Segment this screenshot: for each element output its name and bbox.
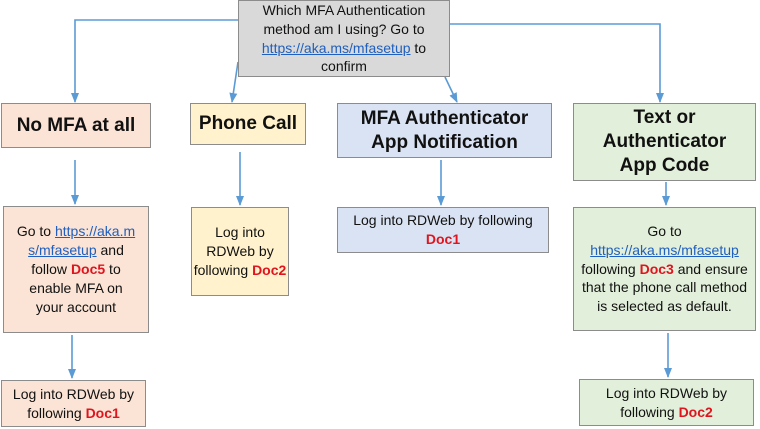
- app-notification-heading: MFA Authenticator App Notification: [337, 103, 552, 158]
- no-mfa-step1-post: to enable MFA on your account: [29, 261, 123, 315]
- no-mfa-step1-link[interactable]: https://aka.ms/mfasetup: [28, 223, 136, 259]
- arrow-to-text-code: [450, 23, 664, 103]
- text-code-title: Text or Authenticator App Code: [602, 107, 727, 176]
- no-mfa-step1-pre: Go to: [16, 223, 55, 240]
- no-mfa-step1-mid: and follow: [31, 242, 124, 278]
- text-code-step1-link[interactable]: https://aka.ms/mfasetup: [590, 241, 739, 258]
- no-mfa-step2-text: Log into RDWeb by following: [12, 385, 135, 421]
- no-mfa-step2-doc: Doc1: [85, 404, 120, 421]
- phone-step1-text: Log into RDWeb by following: [193, 224, 274, 278]
- app-notification-title: MFA Authenticator App Notification: [360, 107, 529, 153]
- no-mfa-step1-doc: Doc5: [70, 261, 106, 278]
- text-code-step1-box: Go to https://aka.ms/mfasetup following …: [573, 207, 756, 331]
- phone-call-title: Phone Call: [198, 113, 298, 135]
- no-mfa-title: No MFA at all: [16, 114, 136, 136]
- no-mfa-step2-box: Log into RDWeb by following Doc1: [1, 380, 146, 427]
- app-step1-box: Log into RDWeb by following Doc1: [337, 207, 549, 253]
- text-code-step1-post: and ensure that the phone call method is…: [581, 260, 748, 315]
- app-step1-text: Log into RDWeb by following: [353, 212, 533, 229]
- no-mfa-step1-box: Go to https://aka.ms/mfasetup and follow…: [3, 206, 149, 333]
- text-code-step2-doc: Doc2: [678, 403, 713, 420]
- question-box: Which MFA Authentication method am I usi…: [238, 0, 450, 77]
- question-after-link: to: [410, 39, 427, 56]
- no-mfa-heading: No MFA at all: [1, 103, 151, 148]
- text-code-step1-doc: Doc3: [639, 260, 674, 277]
- phone-call-heading: Phone Call: [190, 103, 306, 145]
- question-line4: confirm: [321, 58, 367, 75]
- text-code-step1-pre: Go to: [647, 222, 682, 239]
- arrow-to-phone-call: [229, 61, 239, 103]
- question-line1: Which MFA Authentication: [262, 1, 426, 18]
- phone-step1-doc: Doc2: [252, 261, 287, 278]
- arrow-to-app-notification: [444, 76, 458, 103]
- text-code-step1-mid: following: [581, 260, 640, 277]
- text-code-heading: Text or Authenticator App Code: [573, 103, 756, 181]
- arrow-to-no-mfa: [71, 19, 238, 103]
- text-code-step2-text: Log into RDWeb by following: [605, 384, 728, 420]
- app-step1-doc: Doc1: [425, 231, 461, 247]
- question-line2: method am I using? Go to: [263, 20, 425, 37]
- phone-step1-box: Log into RDWeb by following Doc2: [191, 207, 289, 296]
- text-code-step2-box: Log into RDWeb by following Doc2: [579, 379, 754, 426]
- mfasetup-link[interactable]: https://aka.ms/mfasetup: [261, 39, 411, 56]
